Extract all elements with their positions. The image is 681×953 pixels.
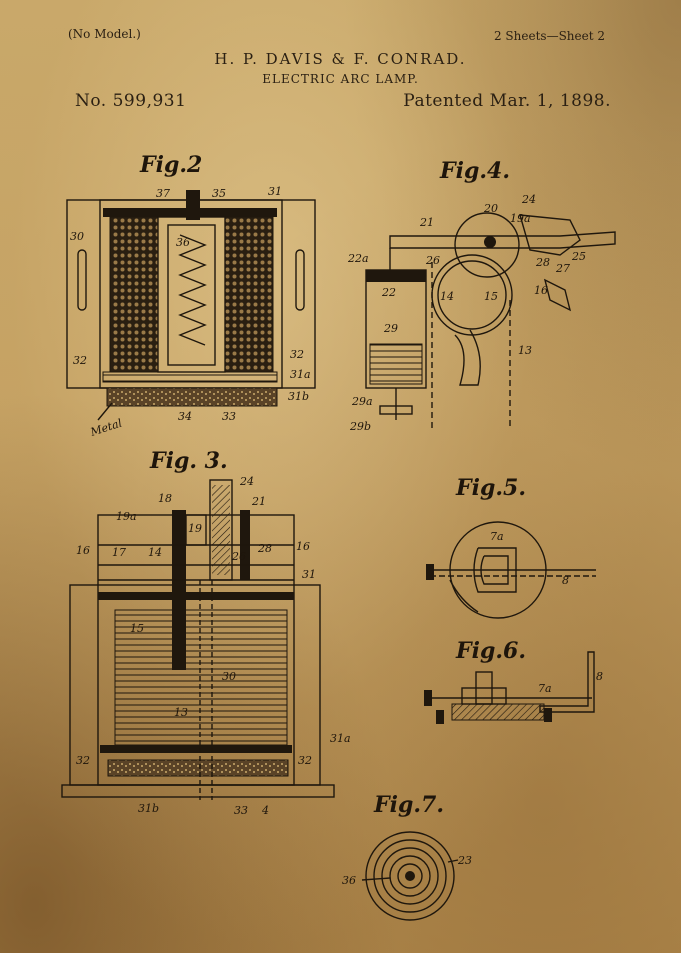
fig4-label-22a: 22a xyxy=(347,252,369,265)
fig5-label-8: 8 xyxy=(562,574,569,587)
fig7-label-36: 36 xyxy=(342,874,356,887)
fig4-label-28: 28 xyxy=(535,256,550,269)
fig3-title: Fig. 3. xyxy=(149,448,228,474)
fig6-label-7a: 7a xyxy=(538,682,552,695)
fig3-label-31a: 31a xyxy=(330,732,351,745)
fig4-label-29: 29 xyxy=(383,322,398,335)
fig2-title: Fig.2 xyxy=(139,152,202,178)
fig2-label-32a: 32 xyxy=(73,354,87,367)
figure-2: Fig.2 37 35 31 30 36 32 32 31a 31b 34 xyxy=(66,152,316,439)
fig3-label-32a: 32 xyxy=(76,754,90,767)
fig4-label-13: 13 xyxy=(518,344,532,357)
fig3-label-17: 17 xyxy=(112,546,126,559)
fig4-label-27: 27 xyxy=(555,262,570,275)
fig2-label-37: 37 xyxy=(156,187,170,200)
fig5-title: Fig.5. xyxy=(455,475,526,501)
fig4-label-15: 15 xyxy=(484,290,498,303)
fig3-label-4: 4 xyxy=(261,804,269,817)
fig3-label-18: 18 xyxy=(158,492,172,505)
fig7-label-23: 23 xyxy=(457,854,472,867)
fig4-label-25: 25 xyxy=(571,250,586,263)
fig5-label-7a: 7a xyxy=(490,530,504,543)
fig3-label-19a: 19a xyxy=(116,510,137,523)
fig2-label-36: 36 xyxy=(176,236,190,249)
patent-date: Patented Mar. 1, 1898. xyxy=(403,91,611,111)
inventors-title: H. P. DAVIS & F. CONRAD. xyxy=(214,50,467,68)
fig4-title: Fig.4. xyxy=(439,158,510,184)
fig2-label-31: 31 xyxy=(268,185,282,198)
fig4-label-24: 24 xyxy=(521,193,536,206)
fig4-label-26: 26 xyxy=(425,254,440,267)
figure-6: Fig.6. 8 7a xyxy=(424,638,603,724)
fig3-label-15: 15 xyxy=(130,622,144,635)
fig2-label-33: 33 xyxy=(222,410,236,423)
invention-title: ELECTRIC ARC LAMP. xyxy=(262,72,419,86)
patent-number: No. 599,931 xyxy=(75,91,187,111)
figure-5: Fig.5. 7a 8 xyxy=(426,475,596,619)
fig4-label-22: 22 xyxy=(381,286,396,299)
fig6-title: Fig.6. xyxy=(455,638,526,664)
figure-7: Fig.7. 36 23 xyxy=(342,792,472,921)
fig3-label-28: 28 xyxy=(257,542,272,555)
fig2-label-metal: Metal xyxy=(88,416,124,439)
fig6-label-8: 8 xyxy=(596,670,603,683)
fig4-label-14: 14 xyxy=(440,290,454,303)
fig4-label-29a: 29a xyxy=(351,395,373,408)
fig2-label-31b: 31b xyxy=(288,390,309,403)
fig3-label-32b: 32 xyxy=(298,754,312,767)
sheet-count: 2 Sheets—Sheet 2 xyxy=(493,29,605,43)
fig3-label-24: 24 xyxy=(239,475,254,488)
figure-4: Fig.4. 24 20 19a 21 22a 26 25 27 2 xyxy=(347,158,616,433)
fig3-label-31b: 31b xyxy=(138,802,159,815)
fig3-label-21: 21 xyxy=(251,495,266,508)
fig3-label-14: 14 xyxy=(148,546,162,559)
fig2-label-31a: 31a xyxy=(290,368,311,381)
fig2-label-30: 30 xyxy=(70,230,84,243)
fig2-label-32b: 32 xyxy=(290,348,304,361)
model-note: (No Model.) xyxy=(68,27,141,41)
fig3-label-13: 13 xyxy=(174,706,188,719)
fig3-label-19: 19 xyxy=(188,522,202,535)
fig3-label-16b: 16 xyxy=(296,540,310,553)
fig4-label-29b: 29b xyxy=(349,420,371,433)
fig3-label-26: 26 xyxy=(231,550,246,563)
fig4-label-19a: 19a xyxy=(510,212,531,225)
fig3-label-16a: 16 xyxy=(76,544,90,557)
fig2-label-34: 34 xyxy=(178,410,192,423)
figure-3: Fig. 3. 24 18 21 19a 19 26 28 16 xyxy=(61,448,351,817)
fig3-label-31: 31 xyxy=(302,568,316,581)
fig4-label-21: 21 xyxy=(419,216,434,229)
fig2-label-35: 35 xyxy=(212,187,226,200)
fig3-label-33: 33 xyxy=(234,804,248,817)
fig3-label-30: 30 xyxy=(222,670,236,683)
fig7-title: Fig.7. xyxy=(373,792,444,818)
fig4-label-20: 20 xyxy=(483,202,498,215)
fig4-label-16: 16 xyxy=(534,284,548,297)
